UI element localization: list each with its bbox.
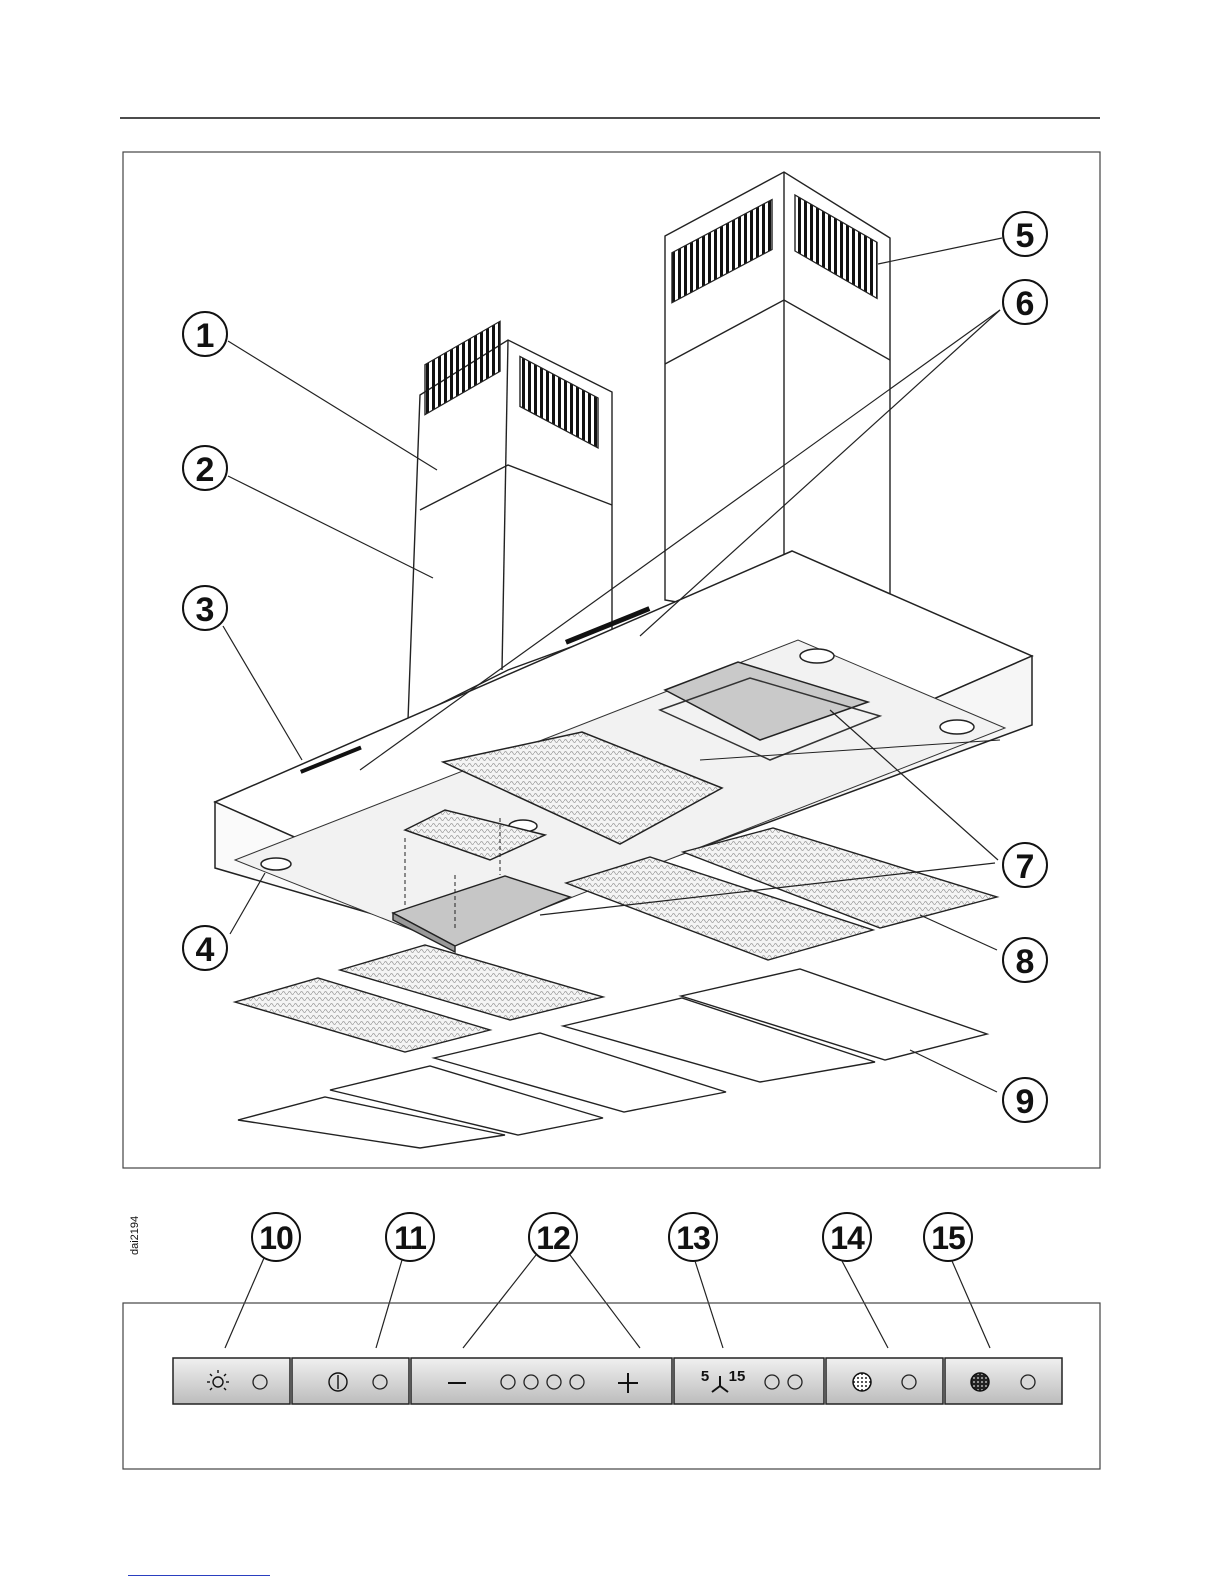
- callout-8: 8: [1003, 938, 1047, 982]
- fan-level-2-indicator: [524, 1375, 538, 1389]
- callout-11-label: 11: [394, 1220, 426, 1256]
- chimney-right: [665, 172, 890, 620]
- grease-filter-icon: [853, 1373, 871, 1391]
- fan-timer-button[interactable]: 5 15: [674, 1358, 824, 1404]
- callout-7-label: 7: [1016, 848, 1035, 886]
- callout-9: 9: [1003, 1078, 1047, 1122]
- callout-15: 15: [924, 1213, 972, 1261]
- fan-level-3-indicator: [547, 1375, 561, 1389]
- callout-9-label: 9: [1016, 1083, 1035, 1121]
- fan-timer-high-label: 15: [729, 1368, 746, 1385]
- callout-3-label: 3: [196, 591, 215, 629]
- fan-level-4-indicator: [570, 1375, 584, 1389]
- callout-15-label: 15: [931, 1220, 965, 1256]
- callout-4-label: 4: [196, 931, 215, 969]
- power-indicator: [373, 1375, 387, 1389]
- figure-code: dai2194: [129, 1216, 141, 1255]
- callout-11: 11: [386, 1213, 434, 1261]
- carbon-filter-indicator: [1021, 1375, 1035, 1389]
- footer-link-rule: [128, 1575, 270, 1576]
- fan-level-1-indicator: [501, 1375, 515, 1389]
- control-panel: 5 15: [173, 1358, 1062, 1404]
- callout-2: 2: [183, 446, 227, 490]
- light-indicator: [253, 1375, 267, 1389]
- callout-14: 14: [823, 1213, 871, 1261]
- callout-5-label: 5: [1016, 217, 1035, 255]
- callout-8-label: 8: [1016, 943, 1035, 981]
- callout-2-label: 2: [196, 451, 215, 489]
- fan-timer-indicator-2: [788, 1375, 802, 1389]
- callout-13: 13: [669, 1213, 717, 1261]
- callout-5: 5: [1003, 212, 1047, 256]
- callout-1: 1: [183, 312, 227, 356]
- callout-10: 10: [252, 1213, 300, 1261]
- callout-7: 7: [1003, 843, 1047, 887]
- carbon-filter-button[interactable]: [945, 1358, 1062, 1404]
- callout-4: 4: [183, 926, 227, 970]
- callout-12: 12: [529, 1213, 577, 1261]
- grease-filter-indicator: [902, 1375, 916, 1389]
- fan-timer-indicator-1: [765, 1375, 779, 1389]
- power-button[interactable]: [292, 1358, 409, 1404]
- callout-6: 6: [1003, 280, 1047, 324]
- callout-13-label: 13: [676, 1220, 710, 1256]
- callout-10-label: 10: [259, 1220, 293, 1256]
- fan-speed-control: [411, 1358, 672, 1404]
- callout-3: 3: [183, 586, 227, 630]
- callout-14-label: 14: [830, 1220, 865, 1256]
- callout-12-label: 12: [536, 1220, 570, 1256]
- grease-filter-button[interactable]: [826, 1358, 943, 1404]
- carbon-filter-icon: [971, 1373, 989, 1391]
- fan-timer-low-label: 5: [701, 1368, 709, 1385]
- panel-callouts: 10 11 12 13 14 15: [252, 1213, 972, 1261]
- callout-1-label: 1: [196, 317, 215, 355]
- callout-6-label: 6: [1016, 285, 1035, 323]
- panel-leader-lines: [225, 1255, 990, 1348]
- light-button[interactable]: [173, 1358, 290, 1404]
